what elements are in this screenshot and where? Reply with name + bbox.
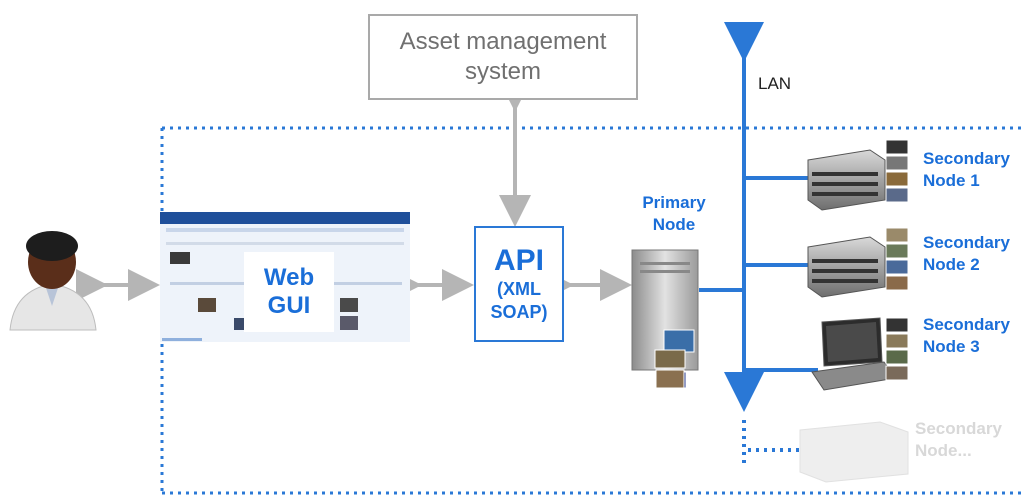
- connector-arrows: [76, 80, 632, 301]
- system-boundary: [160, 126, 1022, 495]
- web-gui-label-line1: Web: [263, 264, 315, 291]
- asset-management-line2: system: [464, 58, 541, 85]
- api-box: API (XML SOAP): [474, 226, 564, 342]
- secondary-node-3-laptop-icon: [811, 317, 909, 391]
- api-title: API: [493, 244, 544, 277]
- user-icon: [9, 231, 97, 331]
- secondary-node-2-server-icon: [807, 227, 909, 298]
- secondary-node-n-label: Secondary Node...: [915, 418, 1002, 462]
- secondary-node-1-label: Secondary Node 1: [923, 148, 1010, 192]
- web-gui-toolbar: [166, 228, 404, 232]
- lan-label: LAN: [758, 74, 792, 93]
- secondary-node-2-line1: Secondary: [923, 233, 1010, 252]
- secondary-node-1-line1: Secondary: [923, 149, 1010, 168]
- web-gui-thumb: [340, 316, 358, 330]
- primary-node-server-icon: [631, 249, 699, 389]
- secondary-node-1-server-icon: [807, 139, 909, 211]
- lan-backbone: [699, 22, 818, 468]
- web-gui-thumb: [340, 298, 358, 312]
- web-gui-screenshot: Web GUI: [160, 212, 410, 342]
- api-line1: (XML: [497, 279, 541, 299]
- web-gui-label-box: Web GUI: [244, 252, 334, 332]
- asset-management-system-box: Asset management system: [368, 14, 638, 100]
- secondary-node-2-label: Secondary Node 2: [923, 232, 1010, 276]
- secondary-node-1-line2: Node 1: [923, 171, 980, 190]
- web-gui-row: [166, 242, 404, 245]
- api-line2: SOAP): [490, 302, 548, 322]
- asset-management-line1: Asset management: [399, 28, 607, 55]
- web-gui-footer: [162, 338, 202, 341]
- web-gui-header-bar: [160, 212, 410, 224]
- primary-node-line2: Node: [652, 215, 696, 234]
- primary-node-line1: Primary: [642, 193, 706, 212]
- secondary-node-n-line1: Secondary: [915, 419, 1002, 438]
- primary-node-label: Primary Node: [628, 192, 720, 236]
- secondary-node-2-line2: Node 2: [923, 255, 980, 274]
- secondary-node-3-line2: Node 3: [923, 337, 980, 356]
- secondary-node-3-line1: Secondary: [923, 315, 1010, 334]
- secondary-node-3-label: Secondary Node 3: [923, 314, 1010, 358]
- web-gui-label-line2: GUI: [267, 292, 311, 319]
- web-gui-thumb: [198, 298, 216, 312]
- secondary-node-n-server-icon: [799, 421, 909, 483]
- web-gui-thumb: [170, 252, 190, 264]
- secondary-node-n-line2: Node...: [915, 441, 972, 460]
